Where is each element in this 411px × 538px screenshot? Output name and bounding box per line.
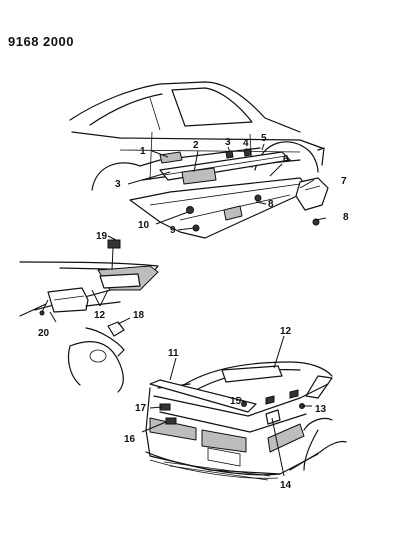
callout-10: 10 — [138, 220, 150, 231]
callout-8-middle: 8 — [268, 199, 274, 210]
car-rear-view — [145, 361, 347, 481]
callout-2: 2 — [193, 140, 199, 151]
callout-12-right: 12 — [280, 326, 292, 337]
diagram-code: 9168 2000 — [8, 34, 74, 49]
callout-3-lower: 3 — [115, 179, 121, 190]
callout-7: 7 — [341, 176, 347, 187]
rocker-panel-molding — [129, 148, 329, 239]
callout-8-right: 8 — [343, 212, 349, 223]
leader-lines — [49, 143, 327, 477]
callout-19: 19 — [96, 231, 108, 242]
callout-1: 1 — [140, 146, 146, 157]
callout-12-left: 12 — [94, 310, 106, 321]
callout-11: 11 — [168, 348, 179, 359]
callout-14: 14 — [280, 480, 292, 491]
callout-4: 4 — [243, 138, 249, 149]
spoiler-bracket-detail — [67, 321, 125, 393]
callout-5: 5 — [261, 133, 267, 144]
callout-6: 6 — [283, 154, 289, 165]
spoiler-detail — [19, 239, 159, 317]
callout-3-upper: 3 — [225, 137, 231, 148]
callout-15: 15 — [230, 396, 242, 407]
callout-9: 9 — [170, 225, 176, 236]
callout-16: 16 — [124, 434, 136, 445]
callout-20: 20 — [38, 328, 50, 339]
callout-labels: 1 2 3 3 4 5 6 7 8 8 9 10 11 12 12 13 14 … — [38, 133, 349, 491]
callout-17: 17 — [135, 403, 147, 414]
callout-13: 13 — [315, 404, 327, 415]
callout-18: 18 — [133, 310, 145, 321]
